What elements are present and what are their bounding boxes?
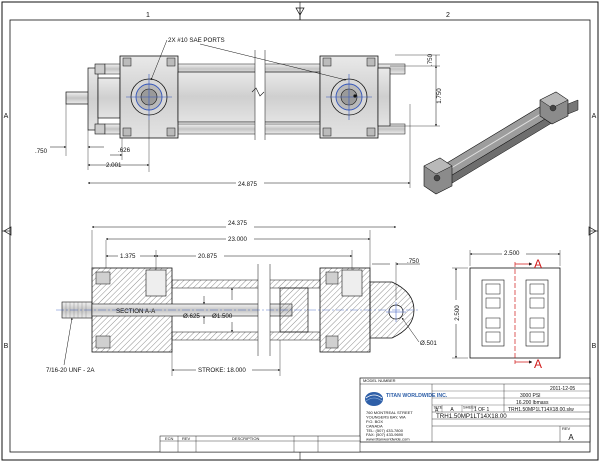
rev-table-header-rev: REV xyxy=(182,436,191,441)
dim-section-overall: 24.375 xyxy=(228,220,247,227)
dim-clevis: .750 xyxy=(407,258,420,265)
center-mark-top xyxy=(295,7,305,20)
stroke-length: STROKE: 18.000 xyxy=(198,367,246,374)
zone-label-1: 1 xyxy=(146,12,150,19)
dim-right-height: 1.750 xyxy=(436,88,443,104)
rev-table-header-description: DESCRIPTION xyxy=(232,436,259,441)
left-port xyxy=(126,74,172,120)
section-arrow-a-bottom: A xyxy=(534,357,542,371)
top-view: 2X #10 SAE PORTS .750 .626 2.001 24.875 … xyxy=(35,37,443,188)
zone-label-b-right: B xyxy=(592,343,597,350)
rev-value-small: A xyxy=(450,407,454,413)
right-port xyxy=(326,74,372,120)
bore-diameter: Ø1.500 xyxy=(212,313,233,320)
file-name: TRH1.50MP1LT14X18.00.slw xyxy=(508,407,574,413)
company-name: TITAN WORLDWIDE INC. xyxy=(386,393,448,399)
zone-label-2: 2 xyxy=(446,12,450,19)
zone-label-a-right: A xyxy=(592,113,597,120)
pin-diameter: Ø.501 xyxy=(420,340,437,347)
weight: 16.200 lbmass xyxy=(516,400,549,406)
end-view-height: 2.500 xyxy=(454,305,461,321)
dim-section-body: 23.000 xyxy=(228,236,247,243)
phone-line-2: FAX: (507) 433-9690 xyxy=(366,432,404,437)
isometric-view xyxy=(423,91,579,195)
section-label: SECTION A-A xyxy=(116,308,156,315)
dim-to-port: .626 xyxy=(118,147,131,154)
website: www.titanworldwide.com xyxy=(366,437,410,442)
dim-left-port: 1.375 xyxy=(120,253,136,260)
ports-note: 2X #10 SAE PORTS xyxy=(168,37,225,44)
center-mark-right xyxy=(588,226,597,236)
revision-table: ECN REV DESCRIPTION xyxy=(159,435,361,453)
dim-to-body: 2.001 xyxy=(106,162,122,169)
company-logo xyxy=(365,392,383,406)
dim-right-top: .750 xyxy=(427,53,434,66)
pressure-rating: 3000 PSI xyxy=(520,393,541,399)
end-view-width: 2.500 xyxy=(504,250,520,257)
rod-diameter: Ø.625 xyxy=(183,313,200,320)
thread-callout: 7/16-20 UNF - 2A xyxy=(46,367,95,374)
rev-label: REV xyxy=(562,426,571,431)
part-number: TRH1.50MP1LT14X18.00 xyxy=(436,413,507,420)
sheet-label: SHEET xyxy=(463,405,477,410)
rev-value: A xyxy=(568,433,574,442)
section-arrow-a-top: A xyxy=(534,257,542,271)
phone-line-1: TEL: (507) 433-7800 xyxy=(366,428,404,433)
drawing-date: 2011-12-05 xyxy=(550,386,575,392)
zone-label-b-left: B xyxy=(4,343,9,350)
center-mark-left xyxy=(3,226,12,236)
dim-port-to-port: 20.875 xyxy=(198,253,217,260)
rev-table-header-ecn: ECN xyxy=(165,436,174,441)
size-label: SIZE xyxy=(434,405,443,410)
address-line-2: YOUNGERS BAY, WA xyxy=(366,415,406,420)
address-line-3: P.O. BOX xyxy=(366,419,383,424)
title-block: MODEL NUMBER TITAN WORLDWIDE INC. 760 MO… xyxy=(359,377,591,443)
zone-label-a-left: A xyxy=(4,113,9,120)
dim-left-offset: .750 xyxy=(35,148,48,155)
section-view: 24.375 23.000 1.375 20.875 .750 SECTION … xyxy=(46,220,437,376)
model-number-label: MODEL NUMBER xyxy=(363,378,396,383)
dim-top-overall: 24.875 xyxy=(238,181,257,188)
address-line-1: 760 MONTREAL STREET xyxy=(366,410,413,415)
address-line-4: CANADA xyxy=(366,424,383,429)
size-value: A xyxy=(435,408,439,414)
sheet-value: 1 OF 1 xyxy=(474,407,490,413)
end-view: A A 2.500 2.500 xyxy=(451,249,561,371)
